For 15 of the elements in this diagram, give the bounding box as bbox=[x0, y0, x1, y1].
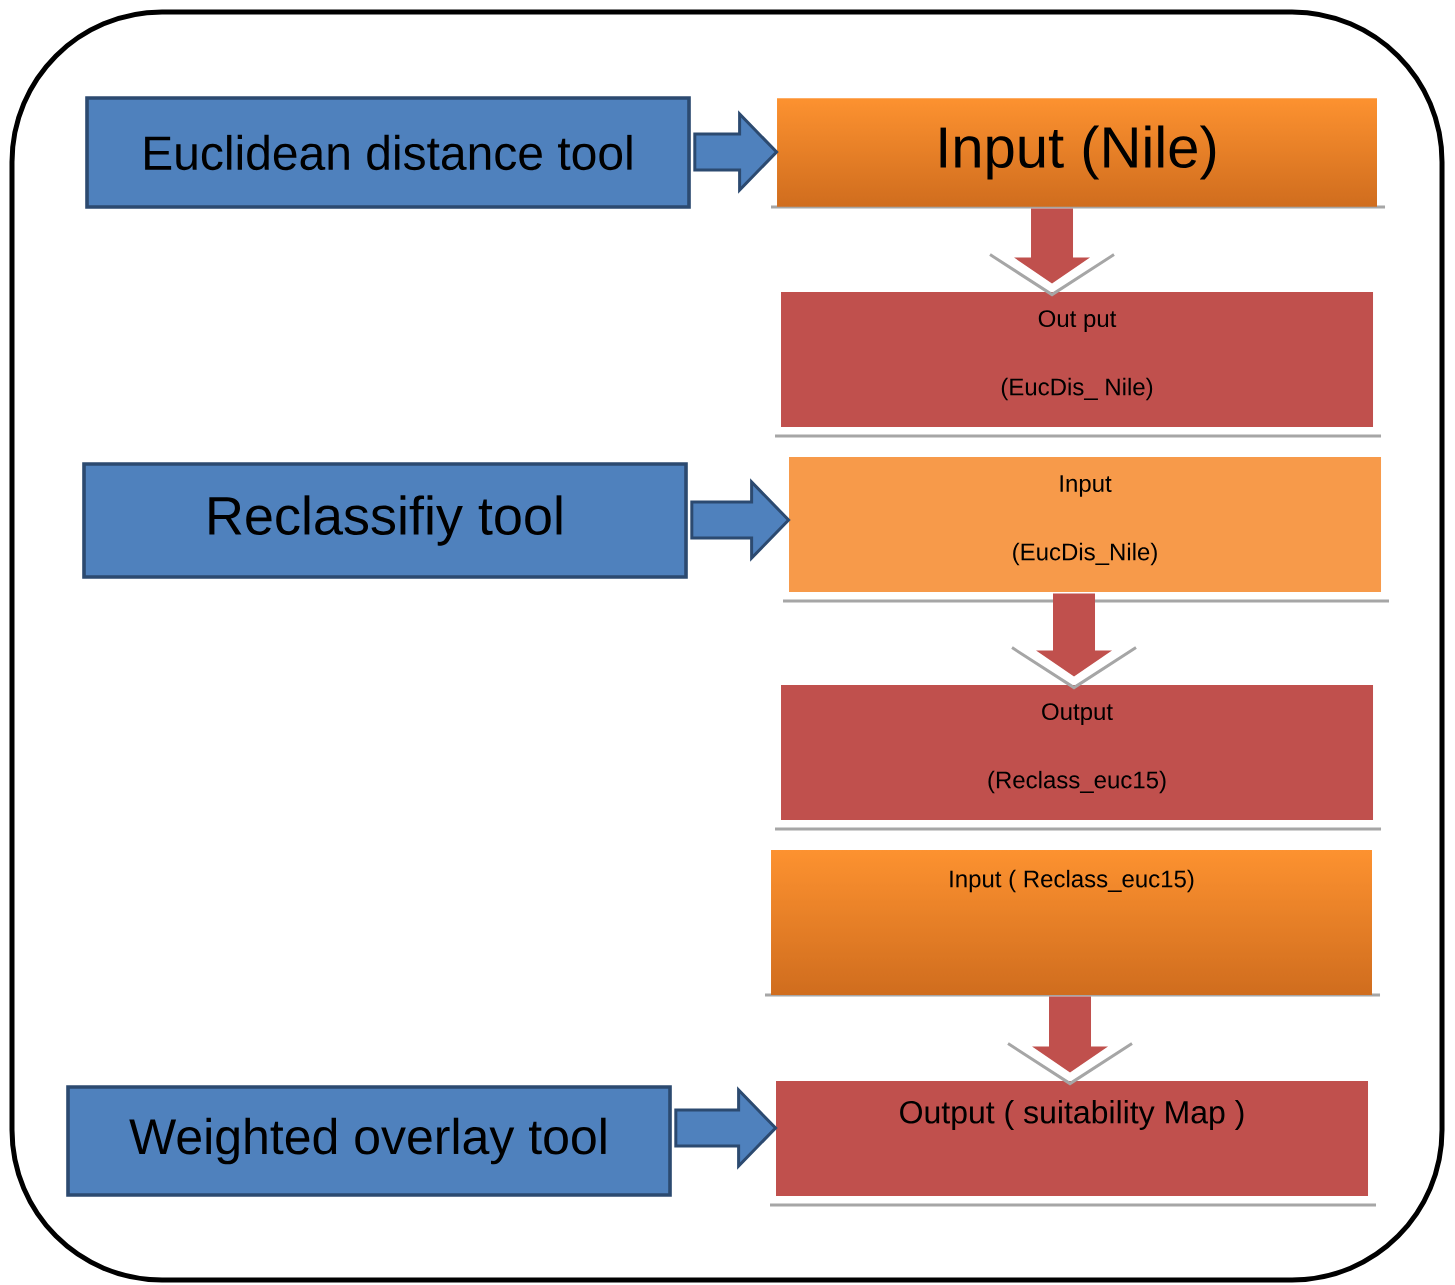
block-arrow bbox=[1014, 208, 1090, 284]
process-box: Input (Nile) bbox=[771, 98, 1385, 209]
block-arrow bbox=[1032, 996, 1108, 1073]
process-box: Output (Reclass_euc15) bbox=[775, 685, 1381, 831]
block-arrow bbox=[690, 478, 791, 562]
process-box: Input ( Reclass_euc15) bbox=[765, 850, 1380, 997]
block-arrow bbox=[1036, 593, 1112, 677]
process-box: Input (EucDis_Nile) bbox=[783, 457, 1389, 603]
block-arrow bbox=[693, 110, 779, 194]
block-arrow bbox=[674, 1086, 778, 1170]
tool-box: Weighted overlay tool bbox=[66, 1085, 672, 1197]
process-box: Output ( suitability Map ) bbox=[770, 1081, 1376, 1207]
process-box: Out put (EucDis_ Nile) bbox=[775, 292, 1381, 438]
tool-box: Euclidean distance tool bbox=[85, 96, 691, 209]
tool-box: Reclassifiy tool bbox=[82, 462, 688, 579]
